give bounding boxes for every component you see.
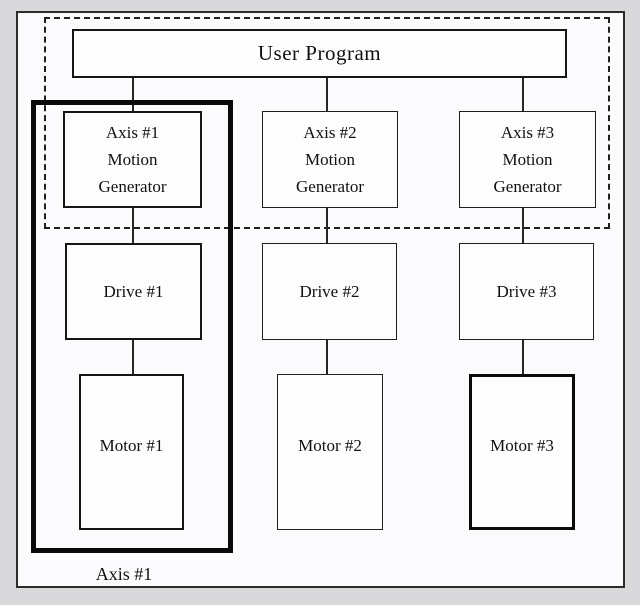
motor3-box: Motor #3 [469,374,575,530]
axis2-mg-line2: Motion [304,150,356,169]
connector-mg1-drive1 [132,208,134,244]
motor1-box: Motor #1 [79,374,184,530]
axis1-mg-line3: Generator [98,177,167,196]
drive1-box: Drive #1 [65,243,202,340]
connector-drive3-motor3 [522,338,524,375]
axis3-mg-line1: Axis #3 [500,123,555,142]
connector-mg3-drive3 [522,206,524,244]
user-program-box: User Program [72,29,567,78]
axis2-mg-line1: Axis #2 [303,123,357,142]
connector-drive2-motor2 [326,338,328,375]
axis1-group-outline [31,100,233,553]
motor1-label: Motor #1 [99,436,164,456]
drive2-label: Drive #2 [299,281,360,301]
drive1-label: Drive #1 [103,281,164,301]
motor2-box: Motor #2 [277,374,383,530]
axis1-mg-line1: Axis #1 [105,123,160,142]
axis2-mg-line3: Generator [296,177,364,196]
axis1-mg-line2: Motion [107,150,158,169]
motor2-label: Motor #2 [298,436,362,456]
connector-userprogram-mg3 [522,78,524,113]
drive2-box: Drive #2 [262,243,397,340]
axis3-mg-line3: Generator [493,177,562,196]
axis3-motion-generator-box: Axis #3 Motion Generator [459,111,596,208]
connector-userprogram-mg2 [326,78,328,113]
drive3-label: Drive #3 [496,281,557,301]
connector-drive1-motor1 [132,340,134,375]
motor3-label: Motor #3 [490,436,554,456]
drive3-box: Drive #3 [459,243,594,340]
connector-userprogram-mg1 [132,78,134,112]
user-program-label: User Program [257,41,382,66]
axis1-motion-generator-box: Axis #1 Motion Generator [63,111,202,208]
axis3-mg-line2: Motion [502,150,553,169]
axis2-motion-generator-box: Axis #2 Motion Generator [262,111,398,208]
connector-mg2-drive2 [326,208,328,244]
axis1-group-caption: Axis #1 [95,564,153,584]
